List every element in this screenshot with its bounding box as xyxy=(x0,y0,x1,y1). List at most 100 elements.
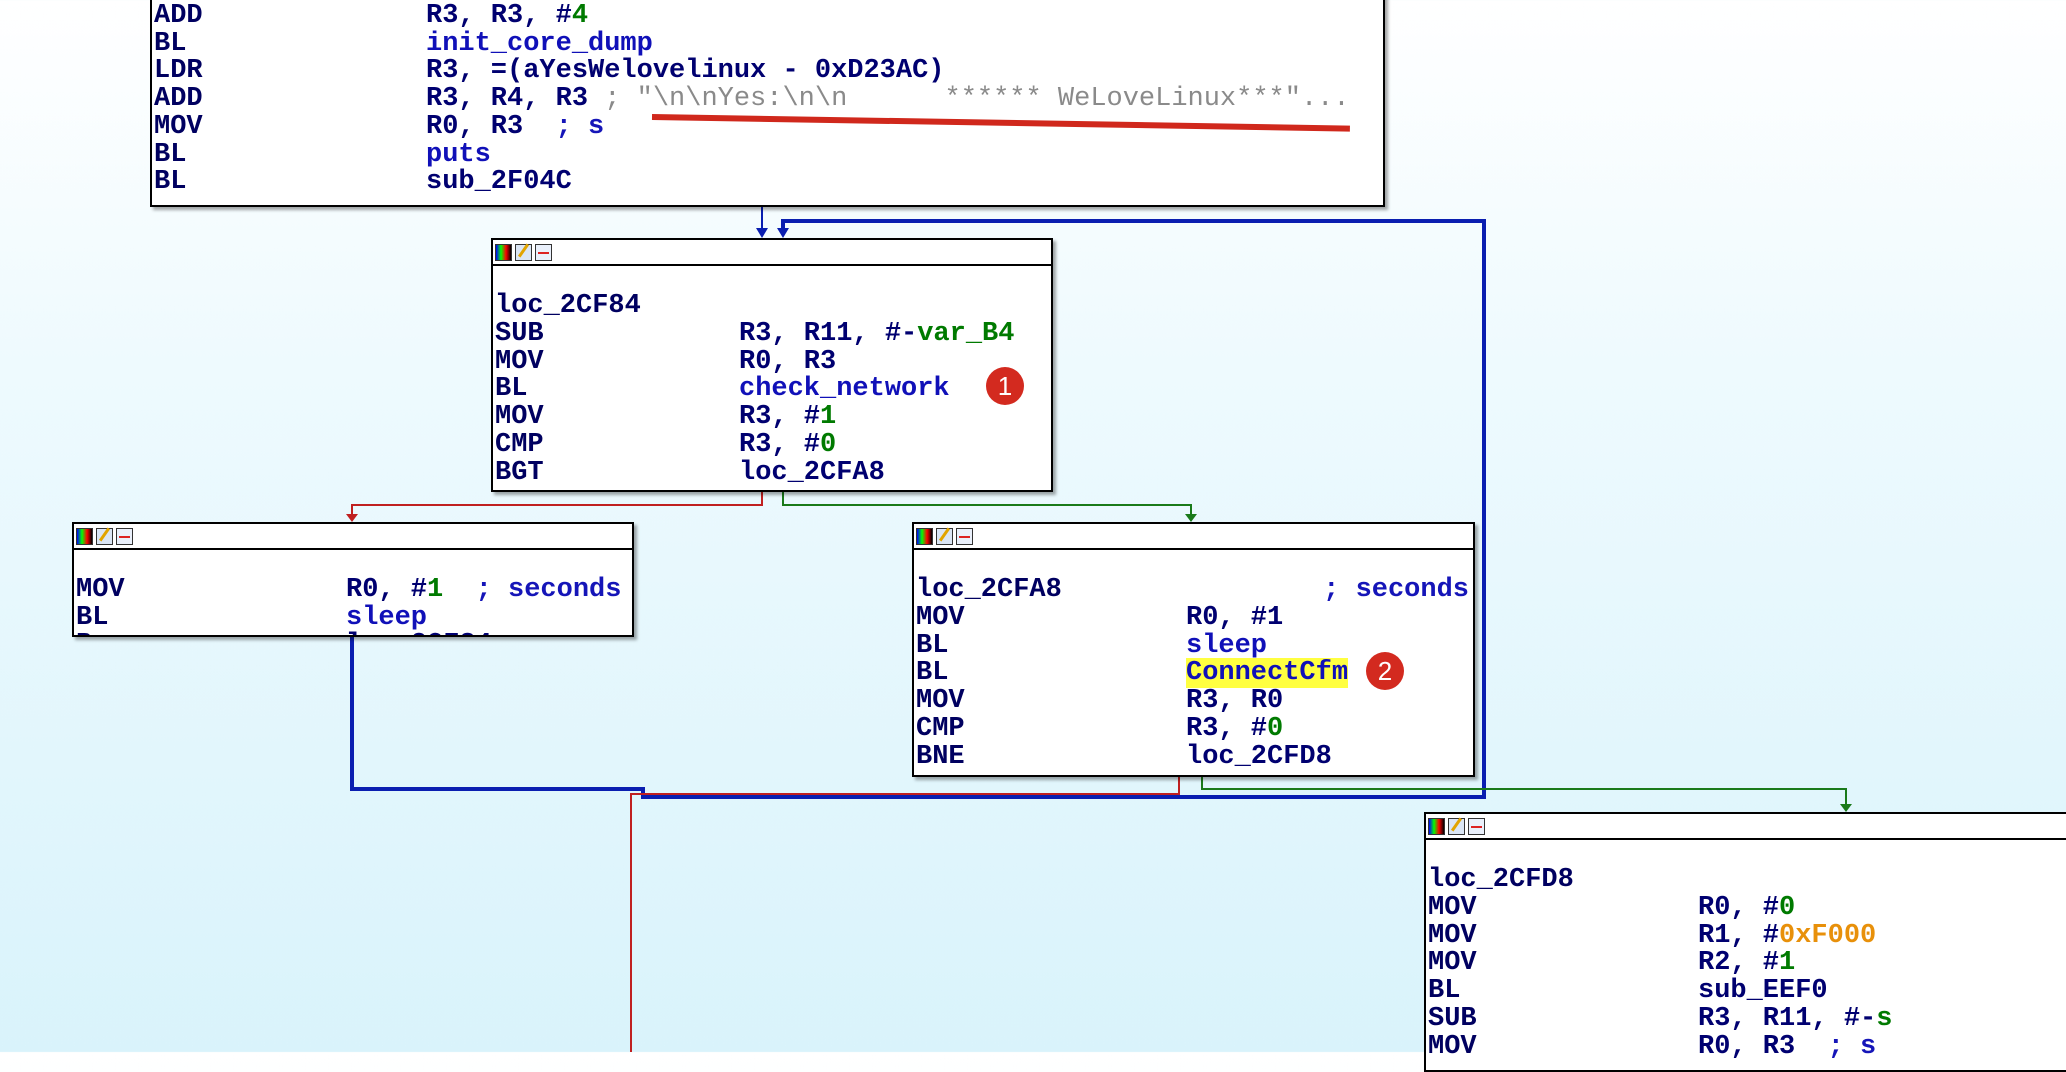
graph-overview-icon[interactable] xyxy=(956,527,973,545)
block-label[interactable]: loc_2CF84 xyxy=(495,291,641,321)
operand-imm: var_B4 xyxy=(917,319,1015,349)
edit-node-icon[interactable] xyxy=(936,527,953,545)
instruction-line[interactable]: MOV R0, #1 xyxy=(916,604,1473,632)
mnemonic: BL xyxy=(154,139,187,170)
arrow-head xyxy=(756,228,768,238)
edit-node-icon[interactable] xyxy=(1448,817,1465,835)
operands: loc_2CFD8 xyxy=(1186,743,1332,771)
annotation-badge-2: 2 xyxy=(1366,652,1404,690)
node-color-icon[interactable] xyxy=(1428,817,1445,835)
operand-imm: 0 xyxy=(820,429,837,460)
operands: R2, #1 xyxy=(1698,949,1795,977)
operand-reg: R3, R0 xyxy=(1186,686,1284,717)
instruction-line[interactable]: Bloc_2CF84 xyxy=(76,630,632,635)
block-label[interactable]: loc_2CFA8 xyxy=(916,575,1062,605)
operands: R3, R0 xyxy=(1186,687,1283,715)
instruction-line[interactable]: BL sleep xyxy=(76,604,632,632)
mnemonic: MOV xyxy=(76,575,125,605)
operand-reg: sub_2F04C xyxy=(426,167,572,198)
mnemonic: MOV xyxy=(916,603,965,633)
node-color-icon[interactable] xyxy=(495,243,512,261)
operand-imm: 0 xyxy=(1779,893,1796,923)
operands: R0, #1 xyxy=(1186,604,1283,632)
instruction-line[interactable]: BL init_core_dump xyxy=(154,30,1383,58)
operand-name[interactable]: check_network xyxy=(739,374,950,405)
operand-imm: 0 xyxy=(1267,713,1284,744)
block-label[interactable]: loc_2CFD8 xyxy=(1428,865,1574,895)
mnemonic: MOV xyxy=(495,402,544,433)
edit-node-icon[interactable] xyxy=(96,527,113,545)
operands: sub_EEF0 xyxy=(1698,977,1828,1005)
operand-name[interactable]: puts xyxy=(426,139,491,170)
instruction-line[interactable]: MOV R1, #0xF000 xyxy=(1428,922,2066,950)
operands: R3, R11, #-s xyxy=(1698,1005,1892,1033)
graph-overview-icon[interactable] xyxy=(535,243,552,261)
instruction-line[interactable]: MOV R3, R0 xyxy=(916,687,1473,715)
node-color-icon[interactable] xyxy=(76,527,93,545)
instruction-line[interactable]: MOV R0, #0 xyxy=(1428,894,2066,922)
operand-name[interactable]: sleep xyxy=(346,602,428,633)
mnemonic: MOV xyxy=(916,686,965,717)
node-color-icon[interactable] xyxy=(916,527,933,545)
operand-hex: 0xF000 xyxy=(1779,920,1877,951)
mnemonic: BL xyxy=(154,28,187,59)
block-header xyxy=(1426,814,2066,840)
mnemonic: MOV xyxy=(1428,948,1477,979)
operands: check_network xyxy=(739,375,950,403)
operands: R0, #0 xyxy=(1698,894,1795,922)
operand-reg: R3, # xyxy=(1186,713,1268,744)
operands: R1, #0xF000 xyxy=(1698,922,1876,950)
graph-overview-icon[interactable] xyxy=(1468,817,1485,835)
mnemonic: B xyxy=(76,630,92,635)
operands: R3, #0 xyxy=(739,431,836,459)
operands: init_core_dump xyxy=(426,30,653,58)
operand-name[interactable]: init_core_dump xyxy=(426,28,653,59)
mnemonic: BL xyxy=(76,602,109,633)
operand-reg: R3, # xyxy=(739,402,821,433)
mnemonic: MOV xyxy=(1428,893,1477,923)
operand-reg: R0, # xyxy=(346,575,428,605)
operand-imm: s xyxy=(1876,1003,1893,1034)
operand-name[interactable]: ConnectCfm xyxy=(1186,658,1349,689)
operand-reg: R0, # xyxy=(1698,893,1780,923)
edit-node-icon[interactable] xyxy=(515,243,532,261)
operands: R0, R3 xyxy=(739,348,836,376)
operand-reg: R0, R3 xyxy=(1698,1031,1828,1062)
operands: loc_2CFA8 xyxy=(739,459,885,487)
graph-overview-icon[interactable] xyxy=(116,527,133,545)
operands: loc_2CF84 xyxy=(346,631,492,635)
operands: ConnectCfm xyxy=(1186,658,1349,689)
mnemonic: MOV xyxy=(1428,920,1477,951)
instruction-line[interactable]: MOV R2, #1 xyxy=(1428,949,2066,977)
operand-name[interactable]: sleep xyxy=(1186,630,1268,661)
instruction-line[interactable]: BL puts xyxy=(154,141,1383,169)
operand-reg: R3, =(aYesWelovelinux - 0xD23AC) xyxy=(426,56,945,87)
operands: R3, R4, R3 ; "\n\nYes:\n\n ****** WeLove… xyxy=(426,85,1350,113)
operand-reg: R3, R11, #- xyxy=(739,319,918,349)
